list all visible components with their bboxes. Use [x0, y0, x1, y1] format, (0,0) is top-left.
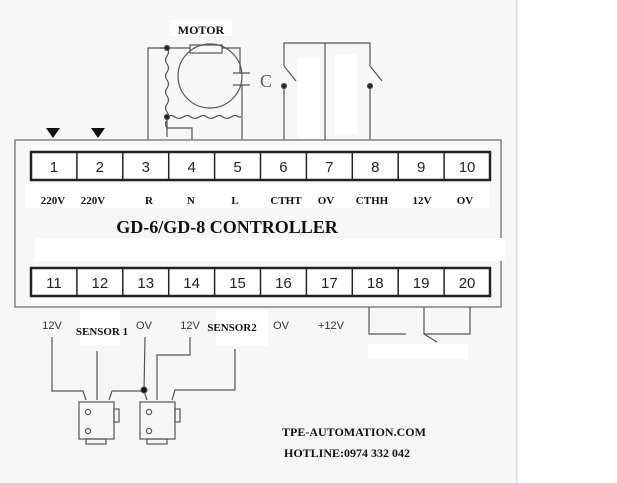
relay-output: [368, 307, 471, 359]
capacitor-label: C: [260, 71, 272, 91]
thermostat-switches: [280, 42, 383, 140]
terminal-1: 1: [50, 159, 58, 176]
top-terminal-label: 12V: [413, 195, 432, 207]
sensor-wiring: [51, 310, 268, 445]
terminal-4: 4: [187, 159, 195, 176]
controller-box: [14, 139, 502, 308]
sensor-2-icon: [139, 401, 181, 445]
top-terminal-label: CTHT: [270, 195, 302, 207]
top-terminal-label: OV: [318, 195, 335, 207]
terminal-2: 2: [96, 159, 104, 176]
terminal-3: 3: [142, 159, 150, 176]
label-strip: [26, 184, 490, 208]
terminal-14-label: 12V: [180, 320, 200, 332]
top-terminal-label: OV: [457, 195, 474, 207]
controller-title: GD-6/GD-8 CONTROLLER: [116, 217, 339, 237]
bottom-terminal-block: 11 12 13 14 15 16 17 18 19 20: [29, 266, 492, 298]
sensor-2-label: SENSOR2: [207, 322, 257, 334]
blank-area: [35, 238, 505, 261]
terminal-18: 18: [367, 275, 384, 292]
terminal-8: 8: [371, 159, 379, 176]
terminal-15: 15: [229, 275, 246, 292]
motor-label: MOTOR: [178, 23, 225, 37]
terminal-17: 17: [321, 275, 338, 292]
resistor-icon: [189, 44, 223, 54]
terminal-12: 12: [92, 275, 109, 292]
top-terminal-block: 1 2 3 4 5 6 7 8 9 10: [29, 150, 492, 182]
terminal-16: 16: [275, 275, 292, 292]
motor-icon: [177, 43, 243, 109]
terminal-13-label: OV: [136, 320, 153, 332]
power-arrow-icon: [46, 128, 60, 138]
terminal-9: 9: [417, 159, 425, 176]
terminal-13: 13: [137, 275, 154, 292]
motor-symbol: [147, 20, 250, 140]
top-terminal-label: L: [231, 195, 238, 207]
website-text: TPE-AUTOMATION.COM: [282, 425, 426, 439]
terminal-11: 11: [46, 275, 62, 292]
terminal-6: 6: [279, 159, 287, 176]
terminal-10: 10: [459, 159, 476, 176]
power-arrow-icon: [91, 128, 105, 138]
terminal-16-label: OV: [273, 320, 290, 332]
top-terminal-label: 220V: [41, 195, 66, 207]
terminal-14: 14: [183, 275, 200, 292]
terminal-5: 5: [233, 159, 241, 176]
top-terminal-label: CTHH: [356, 195, 389, 207]
switch-icon: [283, 65, 297, 82]
sensor-1-label: SENSOR 1: [76, 326, 128, 338]
hotline-text: HOTLINE:0974 332 042: [284, 446, 410, 460]
terminal-19: 19: [413, 275, 430, 292]
top-terminal-labels: 220V 220V R N L CTHT OV CTHH 12V OV: [41, 195, 474, 207]
terminal-11-label: 12V: [42, 320, 62, 332]
top-terminal-label: R: [145, 195, 154, 207]
terminal-20: 20: [459, 275, 476, 292]
top-terminal-label: N: [187, 195, 195, 207]
top-terminal-label: 220V: [81, 195, 106, 207]
switch-icon: [369, 65, 383, 82]
sensor-1-icon: [78, 401, 120, 445]
terminal-7: 7: [325, 159, 333, 176]
terminal-17-label: +12V: [318, 320, 345, 332]
